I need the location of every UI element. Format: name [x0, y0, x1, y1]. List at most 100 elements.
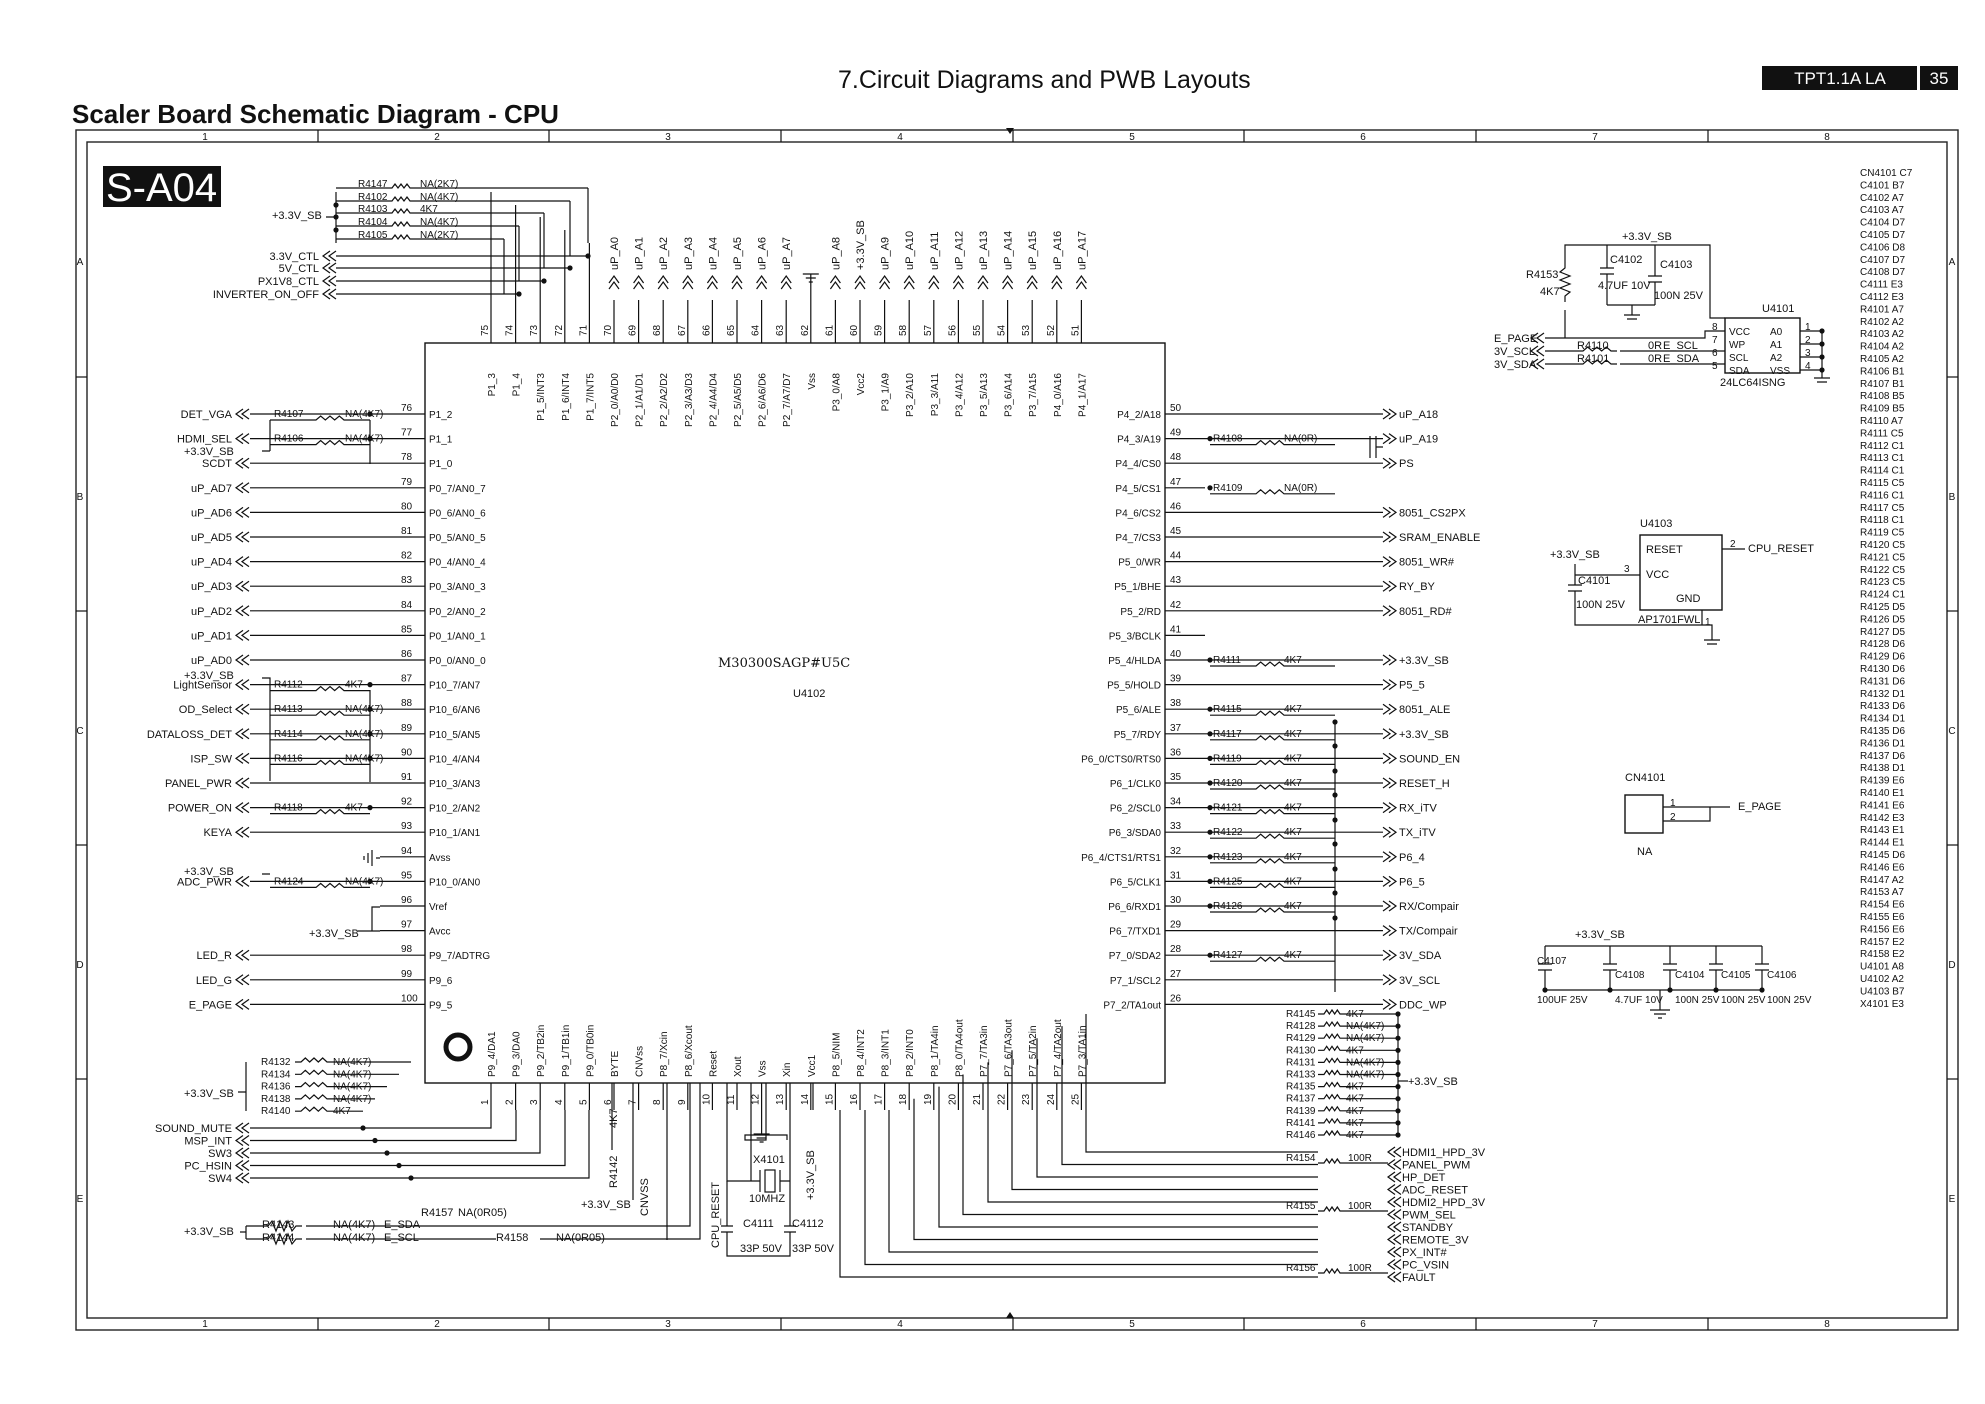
resistor-ref: R4121 [1213, 803, 1243, 814]
pin-number: 20 [947, 1093, 958, 1105]
junction-dot [1207, 903, 1213, 909]
resistor-ref: R4126 [1213, 901, 1243, 912]
eeprom-pin-name: WP [1729, 340, 1745, 351]
index-entry: R4125 D5 [1860, 602, 1905, 613]
resistor-value: 100R [1348, 1153, 1372, 1164]
wire [250, 1110, 492, 1129]
pin-name: P8_1/TA4in [930, 1025, 941, 1077]
index-entry: R4121 C5 [1860, 552, 1905, 563]
resistor-symbol [1250, 661, 1290, 667]
pin-net: 8051_RD# [1399, 606, 1452, 618]
pin-name: P1_4 [512, 373, 523, 397]
pin-name: P5_0/WR [1118, 558, 1161, 569]
mcu-bottom-pins: 1P9_4/DA12P9_3/DA03P9_2/TB2in4P9_1/TB1in… [480, 1019, 1088, 1143]
pin-net: uP_A7 [781, 237, 793, 270]
pin-net: ADC_PWR [177, 876, 232, 888]
junction-dot [1713, 987, 1719, 993]
pin-net: uP_A3 [683, 237, 695, 270]
pin-name: Avcc [429, 927, 451, 938]
resistor-symbol [386, 208, 416, 214]
pin-number: 30 [1170, 895, 1182, 906]
crystal-ref: X4101 [753, 1154, 785, 1166]
pin-number: 65 [726, 324, 737, 336]
pin-number: 47 [1170, 477, 1182, 488]
resistor-symbol [386, 196, 416, 202]
pin-net: RX_iTV [1399, 803, 1438, 815]
page-title: 7.Circuit Diagrams and PWB Layouts [838, 66, 1251, 94]
junction-dot [1332, 841, 1338, 847]
pin-name: P8_2/INT0 [905, 1029, 916, 1077]
eeprom-pin-num: 8 [1712, 322, 1718, 333]
resistor-ref: R4154 [1286, 1153, 1316, 1164]
eeprom-ref: U4101 [1762, 303, 1794, 315]
index-entry: C4106 D8 [1860, 242, 1905, 253]
pin-number: 96 [401, 895, 413, 906]
net-arrow [234, 556, 250, 568]
index-entry: R4126 D5 [1860, 614, 1905, 625]
net-arrow [234, 1147, 250, 1159]
pin-number: 41 [1170, 624, 1182, 635]
resistor-ref: R4130 [1286, 1045, 1316, 1056]
c4112-value: 33P 50V [792, 1243, 835, 1255]
pin-number: 94 [401, 846, 413, 857]
pin-name: P8_4/INT2 [856, 1029, 867, 1077]
resistor-ref: R4155 [1286, 1201, 1316, 1212]
pin-name: P1_5/INT3 [536, 373, 547, 421]
connector-pin2: 2 [1670, 812, 1676, 823]
i2c-supply: +3.3V_SB [184, 1226, 234, 1238]
pin-name: P7_1/SCL2 [1110, 976, 1162, 987]
pin-number: 49 [1170, 428, 1182, 439]
junction-dot [541, 278, 547, 284]
pin-number: 89 [401, 723, 413, 734]
pin-number: 81 [401, 526, 413, 537]
eeprom-pin-num: 6 [1712, 348, 1718, 359]
net-arrow [633, 274, 645, 290]
c4102-ref: C4102 [1610, 254, 1642, 266]
pin-net: uP_AD2 [191, 606, 232, 618]
pin-name: P1_3 [487, 373, 498, 397]
bottom-right-supply: +3.3V_SB [1408, 1076, 1458, 1088]
pin-name: P4_5/CS1 [1115, 484, 1161, 495]
jumper [1369, 436, 1383, 458]
pin-net: PS [1399, 458, 1414, 470]
cap-value: 100N 25V [1721, 995, 1766, 1006]
resistor-ref: R4112 [274, 680, 303, 691]
pin-number: 28 [1170, 944, 1182, 955]
grid-col-bottom: 3 [665, 1319, 671, 1330]
pin-name: P4_0/A16 [1053, 373, 1064, 417]
pin-number: 80 [401, 501, 413, 512]
pin-number: 31 [1170, 870, 1182, 881]
index-entry: R4106 B1 [1860, 366, 1905, 377]
net-arrow [1386, 1196, 1402, 1208]
wire [864, 1110, 1318, 1266]
pin-number: 21 [972, 1093, 983, 1105]
pin-name: Avss [429, 853, 451, 864]
pin-number: 56 [947, 324, 958, 336]
pin-name: P9_4/DA1 [487, 1031, 498, 1077]
pin-name: P10_0/AN0 [429, 877, 481, 888]
pin-name: P0_4/AN0_4 [429, 558, 486, 569]
c4112-ref: C4112 [792, 1218, 824, 1230]
eeprom-pin-num: 4 [1805, 361, 1811, 372]
pin-net: 8051_ALE [1399, 704, 1450, 716]
net-arrow [1382, 457, 1398, 469]
junction-dot [1207, 706, 1213, 712]
pin-number: 62 [800, 324, 811, 336]
mcu-top-pins: 75P1_374P1_473P1_5/INT372P1_6/INT471P1_7… [480, 192, 1088, 427]
resistor-ref: R4141 [1286, 1118, 1316, 1129]
wire [250, 1110, 517, 1142]
grid-col-top: 6 [1360, 132, 1366, 143]
index-entry: R4114 C1 [1860, 466, 1905, 477]
junction-dot [1207, 805, 1213, 811]
junction-dot [333, 214, 339, 220]
pin-name: P3_5/A13 [979, 373, 990, 417]
index-entry: R4140 E1 [1860, 788, 1905, 799]
resistor-ref: R4136 [261, 1082, 291, 1093]
connector-value: NA [1637, 846, 1653, 858]
net-arrow [829, 274, 841, 290]
capacitor-symbol [1538, 946, 1552, 990]
bottom-right-net: PWM_SEL [1402, 1210, 1456, 1222]
pin-number: 48 [1170, 452, 1182, 463]
